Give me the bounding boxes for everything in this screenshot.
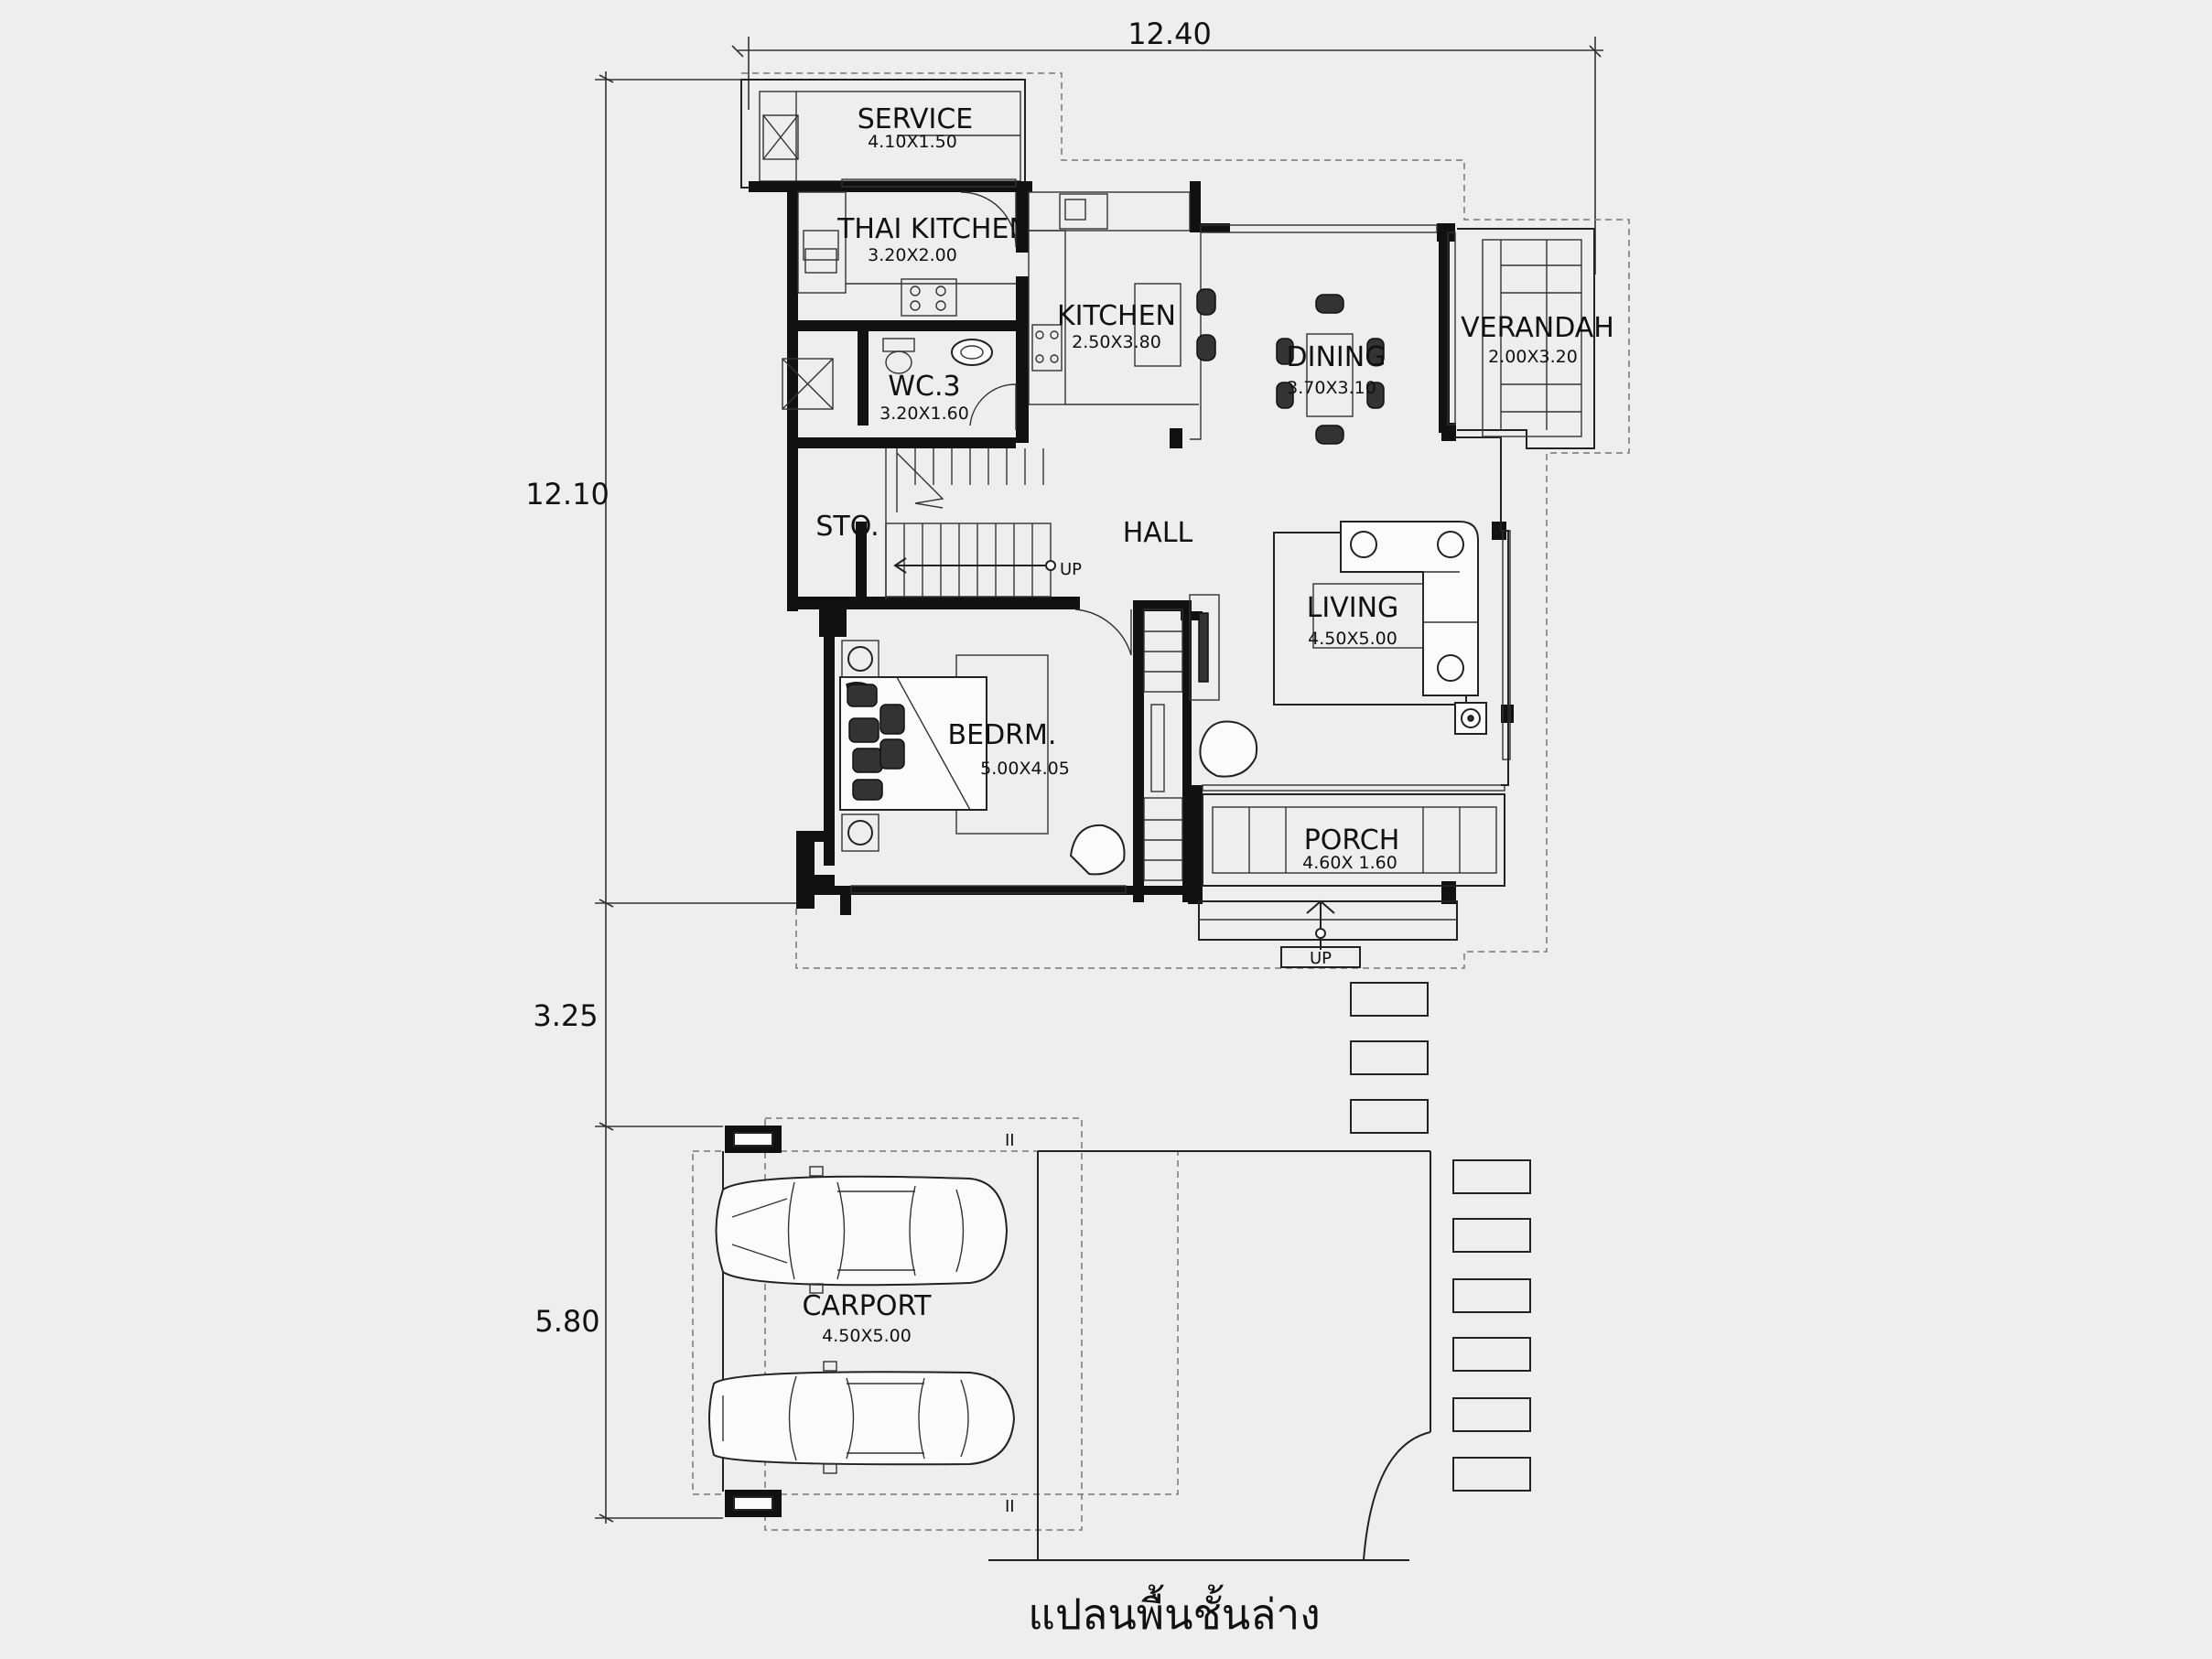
verandah-deck xyxy=(1457,228,1595,449)
dim-setback: 3.25 xyxy=(533,998,598,1033)
room-size-kitchen: 2.50X3.80 xyxy=(1072,332,1161,352)
stepping-stones xyxy=(1350,982,1531,1492)
room-name-living: LIVING xyxy=(1307,592,1399,624)
room-labels: SERVICE 4.10X1.50 THAI KITCHEN 3.20X2.00… xyxy=(802,103,1613,1346)
room-size-wc3: 3.20X1.60 xyxy=(879,404,969,424)
dimension-lines xyxy=(595,37,1603,1524)
roof-outline xyxy=(692,72,1630,1531)
room-size-service: 4.10X1.50 xyxy=(868,132,957,152)
room-name-hall: HALL xyxy=(1123,517,1193,549)
room-size-verandah: 2.00X3.20 xyxy=(1488,347,1578,367)
room-name-verandah: VERANDAH xyxy=(1461,312,1614,344)
room-name-storage: STO. xyxy=(815,511,879,543)
dim-top-width: 12.40 xyxy=(1128,16,1212,51)
room-size-thai-kitchen: 3.20X2.00 xyxy=(868,245,957,265)
room-name-kitchen: KITCHEN xyxy=(1057,300,1176,332)
svg-text:II: II xyxy=(1005,1131,1015,1150)
svg-text:II: II xyxy=(1005,1497,1015,1516)
walls xyxy=(749,181,1514,915)
room-size-living: 4.50X5.00 xyxy=(1308,629,1397,649)
plan-caption: แปลนพื้นชั้นล่าง xyxy=(1028,1584,1320,1639)
stair-up-label: UP xyxy=(1060,560,1082,579)
room-name-thai-kitchen: THAI KITCHEN xyxy=(836,213,1030,245)
room-name-wc3: WC.3 xyxy=(888,371,960,403)
room-name-porch: PORCH xyxy=(1304,824,1400,856)
dining-table xyxy=(1276,294,1385,445)
room-name-bedroom: BEDRM. xyxy=(948,719,1057,751)
room-size-carport: 4.50X5.00 xyxy=(822,1326,912,1346)
room-name-carport: CARPORT xyxy=(802,1290,932,1322)
porch-up-label: UP xyxy=(1310,949,1332,968)
wc-fixtures xyxy=(782,338,1017,430)
room-size-porch: 4.60X 1.60 xyxy=(1302,853,1397,873)
staircase xyxy=(885,448,1056,599)
room-size-dining: 3.70X3.10 xyxy=(1287,378,1376,398)
dim-house-depth: 12.10 xyxy=(525,477,610,512)
windows xyxy=(841,178,1511,894)
room-name-service: SERVICE xyxy=(858,103,973,135)
living-furniture xyxy=(1189,521,1487,778)
bedroom-furniture xyxy=(839,609,1132,876)
room-size-bedroom: 5.00X4.05 xyxy=(980,759,1070,779)
thai-kitchen-fixtures xyxy=(797,191,1017,317)
car-bottom xyxy=(708,1361,1016,1474)
dim-carport-depth: 5.80 xyxy=(534,1304,599,1339)
room-name-dining: DINING xyxy=(1287,341,1387,373)
car-top xyxy=(715,1166,1009,1294)
kitchen-fixtures xyxy=(1028,191,1216,405)
wardrobe xyxy=(1143,609,1183,881)
porch-deck xyxy=(1198,793,1505,968)
